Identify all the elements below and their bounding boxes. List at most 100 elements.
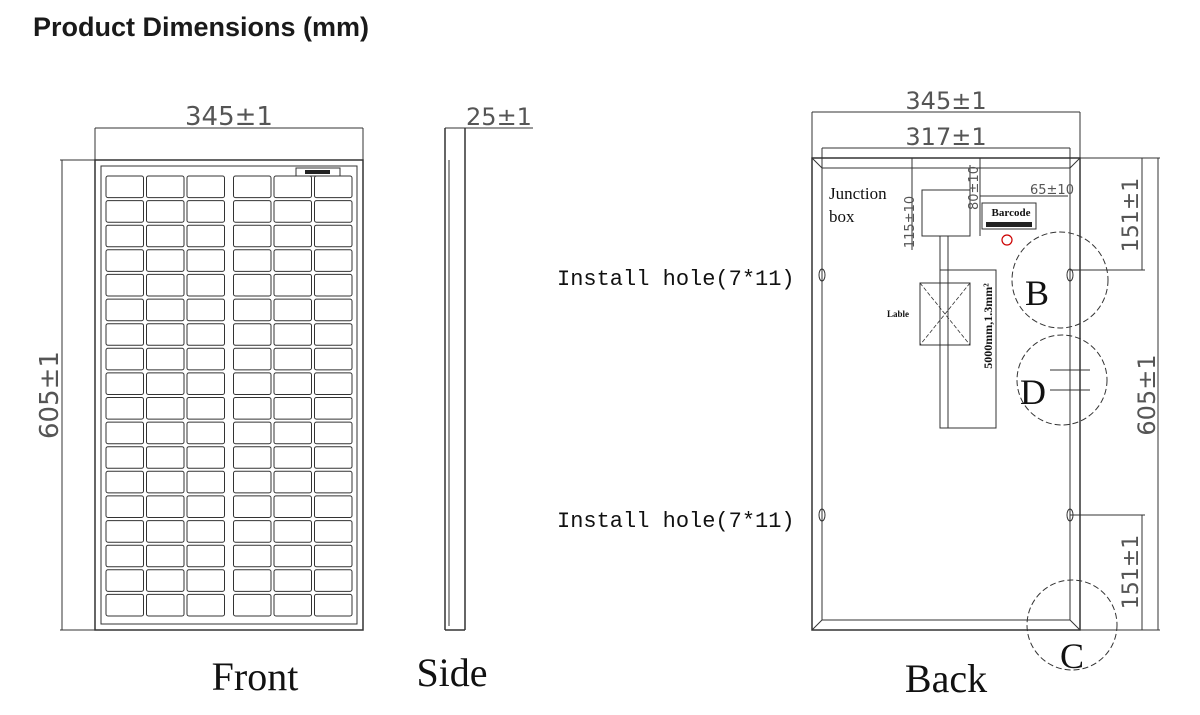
solar-cell [186, 372, 225, 395]
front-view [60, 127, 364, 631]
solar-cell [146, 569, 185, 592]
solar-cell [146, 347, 185, 371]
solar-cell [314, 544, 353, 568]
solar-cell [186, 200, 225, 223]
solar-cell [146, 397, 185, 420]
solar-cell [273, 175, 312, 199]
solar-cell [186, 569, 225, 592]
solar-cell [314, 323, 353, 346]
front-height-dimension: 605±1 [35, 351, 65, 439]
solar-cell [273, 372, 312, 395]
back-view [811, 111, 1160, 671]
solar-cell [146, 175, 185, 199]
solar-cell [146, 421, 185, 445]
side-view [444, 127, 533, 631]
junction-box-label: Junction [829, 184, 887, 203]
solar-cell [186, 397, 225, 420]
front-view-label: Front [212, 654, 299, 699]
solar-cell [233, 544, 272, 568]
install-hole-bottom-label: Install hole(7*11) [557, 509, 795, 534]
solar-cell [186, 298, 225, 322]
solar-cell [186, 520, 225, 543]
solar-cell [314, 593, 353, 617]
solar-cell [105, 372, 144, 395]
solar-cell [233, 372, 272, 395]
solar-cell [105, 273, 144, 297]
back-top-hole-dimension: 151±1 [1119, 178, 1144, 252]
solar-cell [233, 397, 272, 420]
solar-cell [186, 323, 225, 346]
solar-cell [233, 323, 272, 346]
solar-cell [233, 249, 272, 272]
solar-cell [146, 323, 185, 346]
detail-c-label: C [1060, 636, 1084, 676]
back-bottom-hole-dimension: 151±1 [1119, 535, 1144, 609]
front-cell-grid [105, 175, 353, 617]
solar-cell [314, 446, 353, 469]
solar-cell [233, 520, 272, 543]
install-hole-top-label: Install hole(7*11) [557, 267, 795, 292]
solar-cell [273, 446, 312, 469]
solar-cell [314, 273, 353, 297]
solar-cell [233, 347, 272, 371]
solar-cell [146, 593, 185, 617]
solar-cell [105, 520, 144, 543]
solar-cell [105, 495, 144, 518]
lable-label: Lable [887, 309, 909, 319]
solar-cell [233, 175, 272, 199]
solar-cell [314, 520, 353, 543]
solar-cell [314, 347, 353, 371]
solar-cell [273, 323, 312, 346]
solar-cell [105, 323, 144, 346]
solar-cell [146, 446, 185, 469]
cable-label: 5000mm,1.3mm² [981, 283, 995, 369]
solar-cell [146, 298, 185, 322]
barcode-offset-dimension: 65±10 [1030, 183, 1074, 198]
solar-cell [273, 520, 312, 543]
solar-cell [146, 495, 185, 518]
solar-cell [105, 421, 144, 445]
back-width-dimension: 345±1 [905, 87, 986, 115]
solar-cell [233, 593, 272, 617]
solar-cell [105, 224, 144, 248]
solar-cell [314, 200, 353, 223]
solar-cell [186, 495, 225, 518]
back-view-label: Back [905, 656, 987, 701]
back-height-dimension: 605±1 [1133, 354, 1161, 435]
solar-cell [105, 593, 144, 617]
solar-cell [233, 495, 272, 518]
solar-cell [146, 372, 185, 395]
solar-cell [273, 224, 312, 248]
solar-cell [105, 249, 144, 272]
solar-cell [105, 298, 144, 322]
solar-cell [314, 249, 353, 272]
solar-cell [273, 495, 312, 518]
detail-d-label: D [1020, 372, 1046, 412]
solar-cell [146, 544, 185, 568]
solar-cell [314, 298, 353, 322]
solar-cell [314, 372, 353, 395]
front-width-dimension: 345±1 [185, 102, 273, 132]
solar-cell [186, 347, 225, 371]
back-inner-width-dimension: 317±1 [905, 123, 986, 151]
side-thickness-dimension: 25±1 [466, 103, 532, 131]
solar-cell [273, 347, 312, 371]
junction-box-label-line2: box [829, 207, 855, 226]
solar-cell [233, 470, 272, 494]
solar-cell [186, 544, 225, 568]
junction-box-height-dimension: 115±10 [903, 196, 918, 248]
solar-cell [233, 298, 272, 322]
barcode-label: Barcode [992, 207, 1031, 219]
solar-cell [273, 397, 312, 420]
solar-cell [186, 224, 225, 248]
detail-b-label: B [1025, 273, 1049, 313]
solar-cell [146, 200, 185, 223]
solar-cell [186, 175, 225, 199]
solar-cell [314, 397, 353, 420]
solar-cell [233, 200, 272, 223]
solar-cell [186, 421, 225, 445]
solar-cell [314, 421, 353, 445]
solar-cell [146, 224, 185, 248]
solar-cell [273, 470, 312, 494]
